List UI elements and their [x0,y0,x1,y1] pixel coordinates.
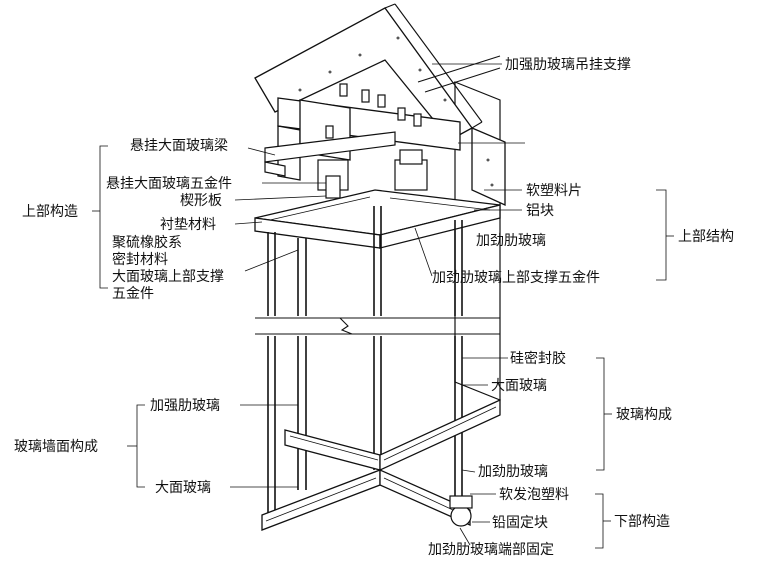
label-rib-glass-top: 加劲肋玻璃 [476,232,546,249]
label-rib-end-fixing: 加劲肋玻璃端部固定 [428,541,554,558]
label-polysulfide-sealant-2: 密封材料 [112,251,168,268]
label-large-glass-right: 大面玻璃 [491,377,547,394]
label-reinforcing-rib-glass-left: 加强肋玻璃 [150,397,220,414]
label-lead-block: 铅固定块 [492,515,548,531]
label-silicone-sealant: 硅密封胶 [510,350,566,367]
group-labels: 上部构造 上部结构 玻璃构成 玻璃墙面构成 下部构造 [14,204,734,530]
group-upper-structure: 上部结构 [678,229,734,245]
label-polysulfide-sealant-1: 聚硫橡胶系 [112,234,182,251]
group-brackets [92,145,674,549]
label-wedge-plate: 楔形板 [180,193,222,209]
label-upper-support-hw-2: 五金件 [112,286,154,302]
label-large-glass-left: 大面玻璃 [155,479,211,496]
label-hanging-beam: 悬挂大面玻璃梁 [130,137,228,154]
label-top-hanger-support: 加强肋玻璃吊挂支撑 [505,56,631,73]
structure-drawing [254,3,506,531]
group-glass-composition: 玻璃构成 [616,406,672,423]
part-labels: 加强肋玻璃吊挂支撑 悬挂大面玻璃梁 悬挂大面玻璃五金件 楔形板 衬垫材料 聚硫橡… [106,56,631,558]
label-cushion-material: 衬垫材料 [160,217,216,233]
label-aluminum-block: 铝块 [526,203,554,219]
label-rib-upper-support-hw: 加劲肋玻璃上部支撑五金件 [432,269,600,286]
leader-lines [230,63,525,546]
group-lower-construction: 下部构造 [614,514,670,530]
group-upper-construction: 上部构造 [22,204,78,220]
label-soft-plastic-sheet: 软塑料片 [526,183,582,199]
label-hanging-hardware: 悬挂大面玻璃五金件 [106,175,232,192]
label-foam-plastic: 软发泡塑料 [499,487,569,503]
label-rib-glass-bottom: 加劲肋玻璃 [478,463,548,480]
label-upper-support-hw-1: 大面玻璃上部支撑 [112,268,224,285]
group-wall-composition: 玻璃墙面构成 [14,438,98,455]
